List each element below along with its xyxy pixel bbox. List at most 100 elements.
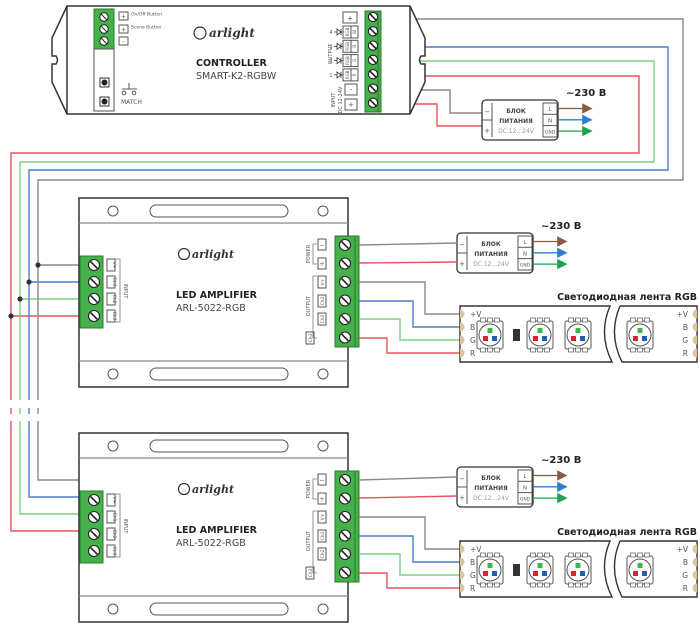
label: − bbox=[319, 477, 324, 484]
led-chip-icon bbox=[476, 317, 504, 353]
label: Ch1 bbox=[111, 513, 117, 522]
label: N bbox=[523, 485, 527, 491]
pin-label: + bbox=[121, 14, 126, 21]
solder-pad bbox=[460, 557, 465, 567]
label: − bbox=[484, 108, 490, 116]
pin-label: + bbox=[347, 15, 353, 23]
mount-hole bbox=[107, 368, 119, 380]
label: Ch2 bbox=[111, 295, 117, 304]
screw-terminal bbox=[367, 11, 379, 108]
output-label: OUTPUT bbox=[328, 43, 334, 64]
label: R bbox=[683, 584, 688, 593]
led-chip-icon bbox=[526, 317, 554, 353]
label: V+ bbox=[320, 278, 326, 285]
junction-dot bbox=[8, 313, 14, 319]
label: + bbox=[319, 261, 324, 268]
mount-hole bbox=[317, 440, 329, 452]
controller: + + - On/Off Button Scene Button MATCH a… bbox=[51, 5, 426, 115]
solder-pad bbox=[692, 335, 697, 345]
label: B bbox=[470, 323, 475, 332]
led-chip-icon bbox=[526, 552, 554, 588]
solder-pad bbox=[692, 557, 697, 567]
label: +V bbox=[677, 545, 689, 554]
label: B bbox=[683, 323, 688, 332]
label: 2 bbox=[329, 59, 332, 65]
label: V+ bbox=[111, 262, 117, 269]
screw-terminal bbox=[99, 12, 109, 46]
label: 3 bbox=[329, 44, 332, 50]
label: Ch3 bbox=[111, 312, 117, 321]
label: Ch1 bbox=[320, 531, 326, 540]
led-chip-icon bbox=[626, 317, 654, 353]
label: − bbox=[319, 242, 324, 249]
diode-icon bbox=[334, 71, 343, 79]
wire-output bbox=[359, 281, 462, 315]
wire-red bbox=[358, 261, 458, 264]
label: +V bbox=[470, 545, 482, 554]
amplifier-model: ARL-5022-RGB bbox=[176, 538, 246, 549]
label: + bbox=[484, 127, 490, 135]
output-label: OUTPUT bbox=[306, 295, 312, 316]
solder-pad bbox=[692, 583, 697, 593]
wire-output bbox=[359, 572, 462, 589]
mains-voltage: ~230 В bbox=[541, 455, 581, 466]
label: G bbox=[470, 571, 476, 580]
amplifier-title: LED AMPLIFIER bbox=[176, 290, 258, 301]
mains-voltage: ~230 В bbox=[541, 221, 581, 232]
wire-output bbox=[359, 300, 462, 328]
label: GND bbox=[520, 497, 531, 503]
diode-icon bbox=[334, 56, 343, 65]
arlight-logo: arlight bbox=[177, 482, 234, 496]
arlight-logo: arlight bbox=[177, 247, 234, 261]
label: G bbox=[682, 571, 688, 580]
wire-gray bbox=[358, 242, 458, 246]
label: arlight bbox=[192, 483, 234, 496]
wire-green-bus bbox=[19, 60, 655, 300]
mount-slot bbox=[149, 367, 289, 381]
match-label: MATCH bbox=[121, 99, 142, 106]
label: N bbox=[523, 251, 527, 257]
wire-red-bus bbox=[10, 75, 640, 317]
wire-red bbox=[358, 495, 458, 499]
solder-pad bbox=[460, 570, 465, 580]
resistor-icon bbox=[513, 564, 520, 576]
psu-voltage: DC 12...24V bbox=[498, 128, 535, 135]
input-label: INPUT bbox=[331, 92, 337, 108]
match-switch-icon bbox=[121, 83, 137, 96]
label: GND bbox=[520, 263, 531, 269]
input-voltage: DC 12-24V bbox=[338, 86, 344, 113]
mount-slot bbox=[149, 204, 289, 218]
diode-icon bbox=[334, 28, 343, 36]
mount-slot bbox=[149, 602, 289, 616]
mains-voltage: ~230 В bbox=[566, 88, 606, 99]
pin-label: + bbox=[348, 101, 354, 109]
label: L bbox=[523, 240, 527, 246]
label: G bbox=[470, 336, 476, 345]
label: R bbox=[683, 349, 688, 358]
mount-hole bbox=[107, 205, 119, 217]
label: L bbox=[523, 474, 527, 480]
wire-output bbox=[359, 535, 462, 563]
onoff-button-label: On/Off Button bbox=[131, 12, 162, 18]
psu-title: ПИТАНИЯ bbox=[474, 251, 508, 258]
mount-hole bbox=[317, 368, 329, 380]
label: B bbox=[470, 558, 475, 567]
wire-output bbox=[359, 337, 462, 354]
psu-title: БЛОК bbox=[506, 108, 526, 115]
psu-title: ПИТАНИЯ bbox=[499, 118, 533, 125]
psu-voltage: DC 12...24V bbox=[473, 261, 510, 268]
label: − bbox=[459, 241, 465, 249]
pin-label: - bbox=[122, 39, 124, 46]
label: Ch3 bbox=[308, 568, 314, 577]
mount-hole bbox=[107, 440, 119, 452]
label: + bbox=[319, 496, 324, 503]
label: V+ bbox=[320, 513, 326, 520]
label: R bbox=[352, 73, 357, 76]
pin-label: + bbox=[121, 27, 126, 34]
